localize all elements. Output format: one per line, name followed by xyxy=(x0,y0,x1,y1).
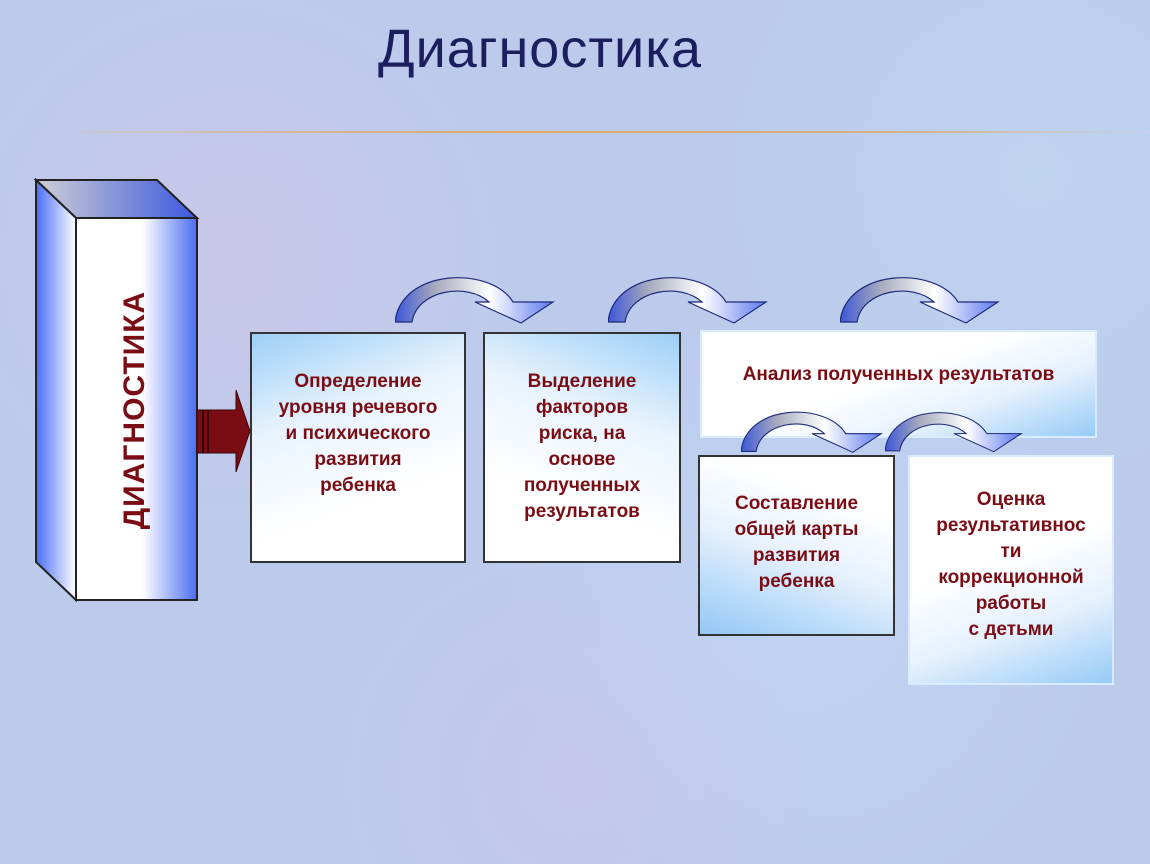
curved-arrow-icon xyxy=(395,274,555,324)
step-text: Оценка результативнос ти коррекционной р… xyxy=(936,489,1086,640)
step-text: Составление общей карты развития ребенка xyxy=(734,493,859,592)
slide-title: Диагностика xyxy=(378,19,703,79)
curved-arrow-icon xyxy=(741,407,883,455)
right-arrow-icon xyxy=(196,389,251,473)
step-box-effectiveness: Оценка результативнос ти коррекционной р… xyxy=(908,455,1114,685)
step-text: Выделение факторов риска, на основе полу… xyxy=(523,371,641,522)
curved-arrow-icon xyxy=(608,274,768,324)
block-label: ДИАГНОСТИКА xyxy=(118,290,151,530)
step-box-risk-factors: Выделение факторов риска, на основе полу… xyxy=(483,332,681,563)
curved-arrow-icon xyxy=(885,407,1023,455)
step-text: Анализ полученных результатов xyxy=(742,364,1055,385)
step-box-development-map: Составление общей карты развития ребенка xyxy=(698,455,895,636)
title-divider xyxy=(80,131,1150,133)
step-box-speech-level: Определение уровня речевого и психическо… xyxy=(250,332,466,563)
curved-arrow-icon xyxy=(840,274,1000,324)
step-text: Определение уровня речевого и психическо… xyxy=(278,371,438,496)
